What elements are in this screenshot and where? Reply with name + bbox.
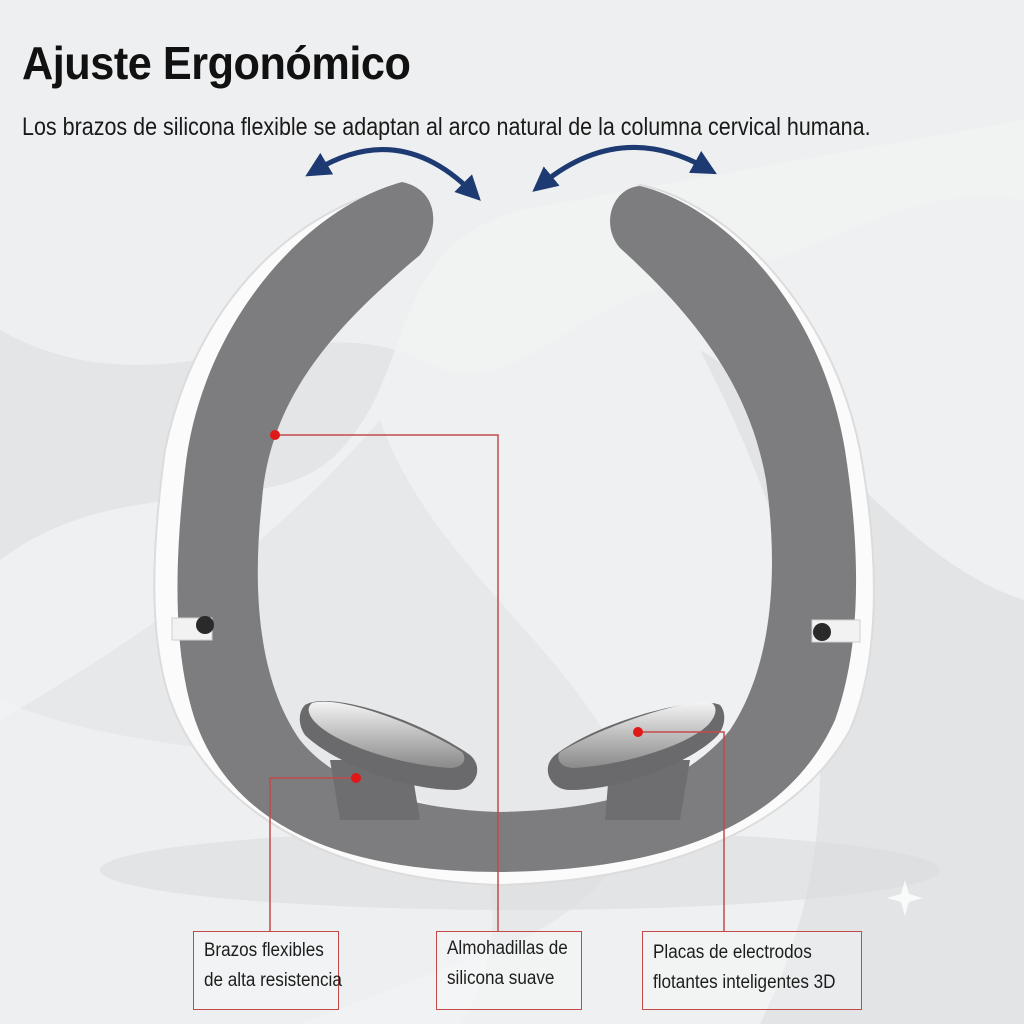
callout-line: Brazos flexibles [204,940,324,961]
silicone-band [177,182,857,872]
callout-line: silicona suave [447,968,555,989]
callout-line: flotantes inteligentes 3D [653,972,836,993]
marker-dot-band [270,430,280,440]
callout-line: Almohadillas de [447,938,568,959]
callout-silicone-pads: Almohadillas de silicona suave [436,931,582,1010]
page-title: Ajuste Ergonómico [22,37,411,89]
flex-arrow-left-icon [305,147,481,201]
leader-lines [269,434,725,931]
right-hinge [813,623,831,641]
flex-arrow-right-icon [532,144,717,192]
callout-flexible-arms: Brazos flexibles de alta resistencia [193,931,342,1010]
callout-line: Placas de electrodos [653,942,812,963]
page-subtitle: Los brazos de silicona flexible se adapt… [22,113,871,141]
left-hinge [196,616,214,634]
marker-dot-electrode [633,727,643,737]
marker-dot-pad [351,773,361,783]
callout-line: de alta resistencia [204,970,342,991]
callout-electrode-plates: Placas de electrodos flotantes inteligen… [642,931,862,1010]
